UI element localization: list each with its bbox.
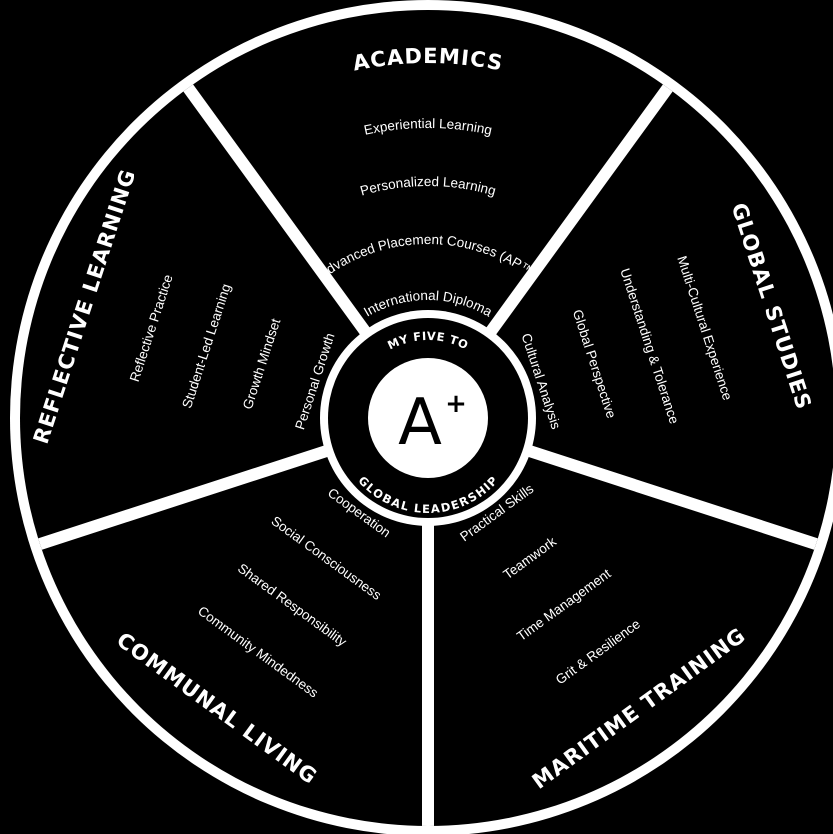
- svg-text:Experiential Learning: Experiential Learning: [363, 116, 494, 138]
- segment-divider: [26, 443, 335, 554]
- segment-divider: [481, 74, 680, 341]
- hub-grade-plus: +: [445, 389, 467, 419]
- segment-divider: [521, 443, 830, 554]
- segment-dividers: [26, 74, 830, 826]
- grade-badge: [368, 358, 488, 478]
- hub: A + MY FIVE TO GLOBAL LEADERSHIP: [320, 310, 536, 526]
- segment-item: Experiential Learning: [363, 116, 494, 138]
- segment-divider: [176, 74, 375, 341]
- hub-grade: A: [398, 386, 442, 460]
